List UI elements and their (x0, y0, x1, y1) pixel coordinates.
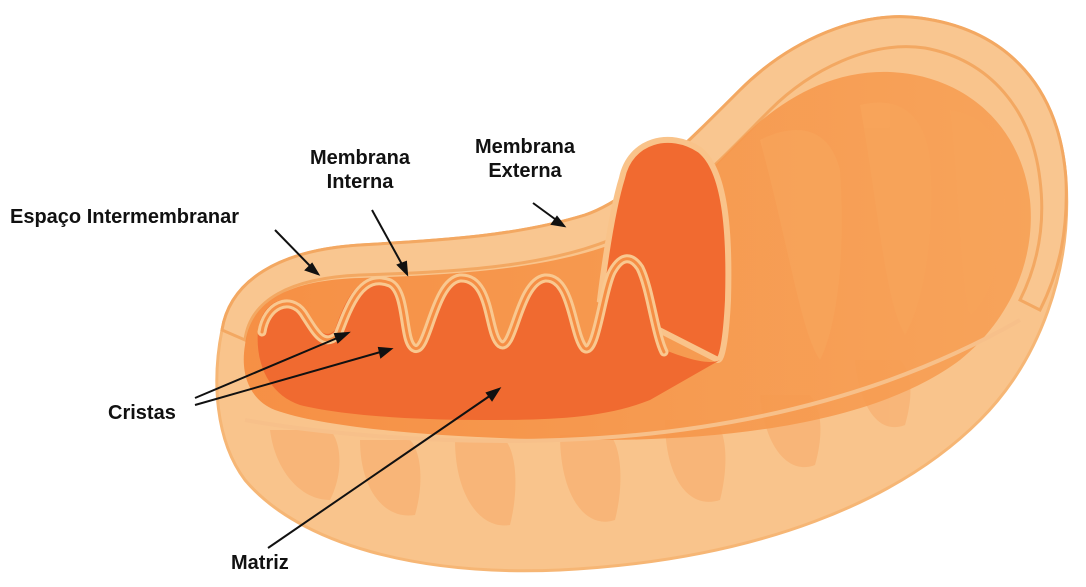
label-matriz: Matriz (231, 551, 289, 575)
label-membrana-interna-line1: Membrana (295, 146, 425, 170)
label-membrana-externa: Membrana Externa (460, 135, 590, 183)
label-membrana-externa-line2: Externa (460, 159, 590, 183)
label-membrana-externa-line1: Membrana (460, 135, 590, 159)
label-cristas: Cristas (108, 401, 176, 425)
label-espaco-intermembranar: Espaço Intermembranar (10, 205, 239, 229)
label-membrana-interna-line2: Interna (295, 170, 425, 194)
label-membrana-interna: Membrana Interna (295, 146, 425, 194)
